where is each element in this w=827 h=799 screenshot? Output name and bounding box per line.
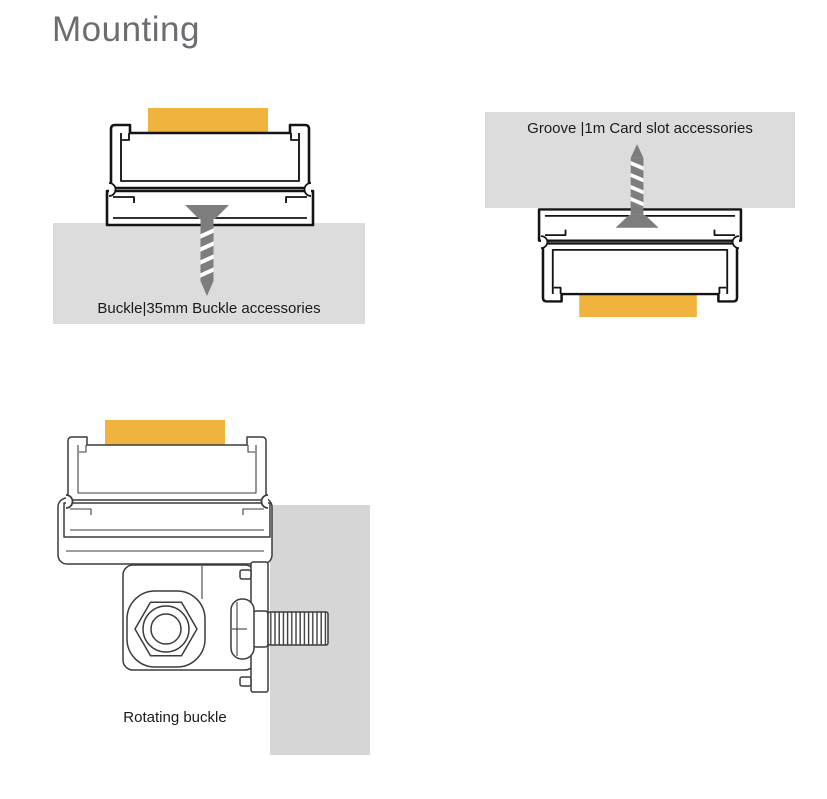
bolt-collar [252,610,269,648]
rotating-buckle-diagram [57,418,370,755]
buckle-mount-diagram [53,106,365,324]
page-title: Mounting [52,10,200,49]
pan-head-screw [230,598,255,660]
bracket-tab-bottom [239,676,252,687]
groove-mount-caption: Groove |1m Card slot accessories [527,120,753,137]
threaded-rod [267,611,329,646]
groove-mount-diagram [485,112,795,319]
rotating-buckle-caption: Rotating buckle [123,709,227,726]
bracket-tab-top [239,569,252,580]
rotating-hex-nut [126,590,206,668]
buckle-mount-caption: Buckle|35mm Buckle accessories [97,300,321,317]
